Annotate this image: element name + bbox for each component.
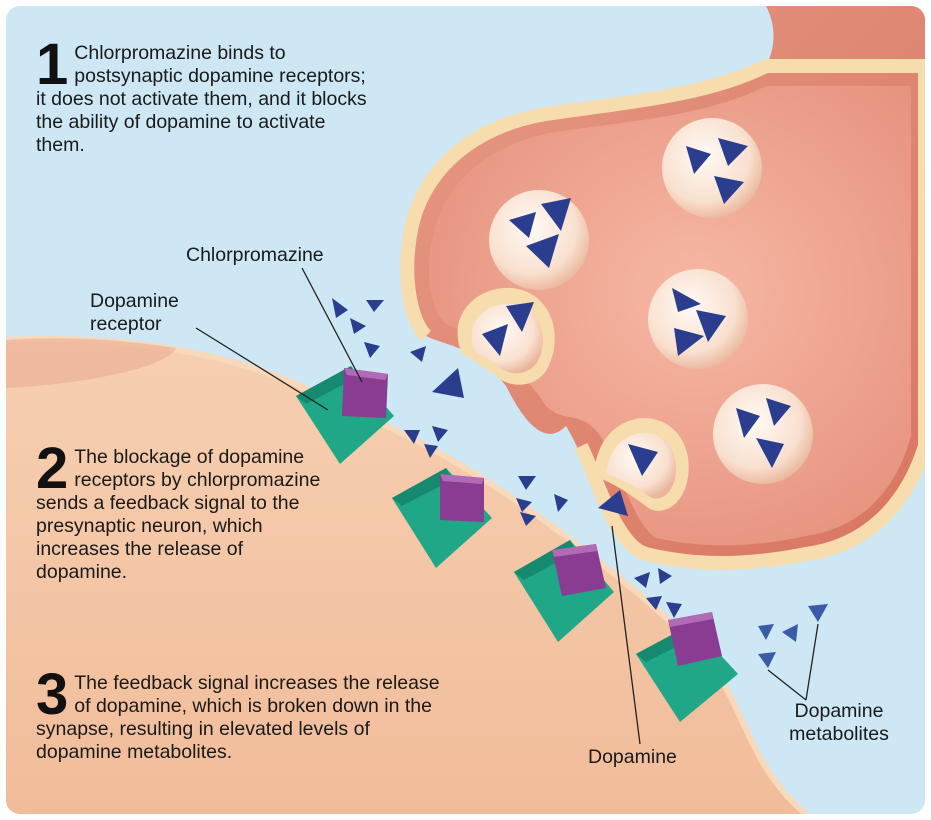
vesicle-1 — [489, 190, 589, 290]
label-chlorpromazine: Chlorpromazine — [186, 244, 324, 267]
vesicle-4 — [713, 384, 813, 484]
step-1: 1 Chlorpromazine binds to postsynaptic d… — [36, 42, 376, 157]
label-dopamine-metabolites: Dopamine metabolites — [764, 700, 914, 746]
step-2-number: 2 — [36, 447, 68, 491]
label-dopamine-receptor: Dopamine receptor — [90, 290, 210, 336]
step-1-number: 1 — [36, 43, 68, 87]
vesicle-3 — [648, 269, 748, 369]
step-2-text: The blockage of dopamine receptors by ch… — [36, 446, 320, 583]
step-3-text: The feedback signal increases the releas… — [36, 672, 440, 763]
label-dopamine: Dopamine — [588, 746, 677, 769]
step-2: 2 The blockage of dopamine receptors by … — [36, 446, 328, 584]
step-1-text: Chlorpromazine binds to postsynaptic dop… — [36, 42, 367, 156]
vesicle-2 — [662, 118, 762, 218]
step-3: 3 The feedback signal increases the rele… — [36, 672, 456, 764]
step-3-number: 3 — [36, 673, 68, 717]
diagram-frame: 1 Chlorpromazine binds to postsynaptic d… — [6, 6, 925, 814]
